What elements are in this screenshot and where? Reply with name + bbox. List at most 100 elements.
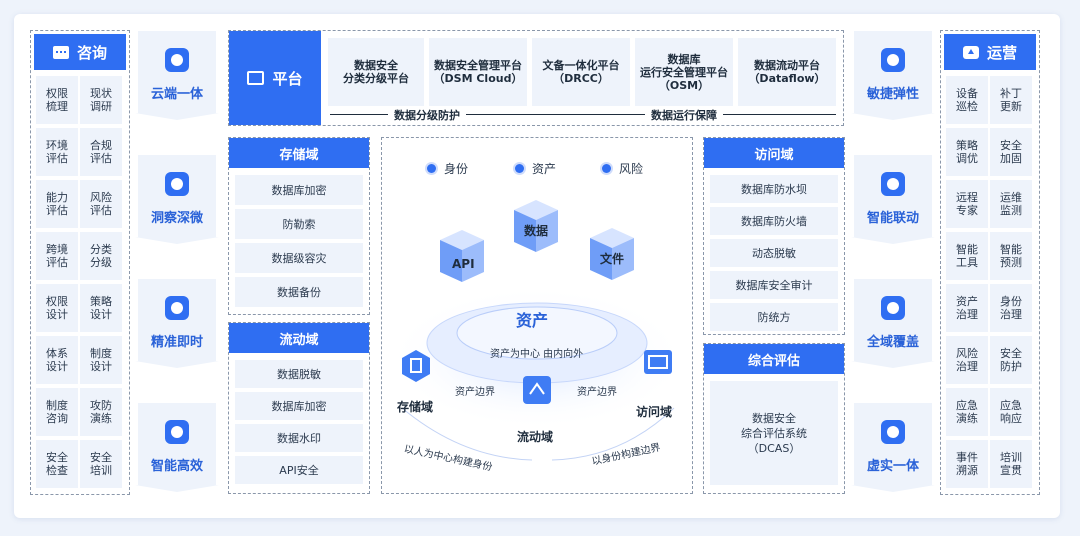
platform-item: 文备一体化平台 （DRCC） <box>532 38 630 106</box>
feature-label: 智能联动 <box>866 210 919 226</box>
grid-cell: 合规 评估 <box>80 128 122 176</box>
cube-api-label: API <box>452 257 475 271</box>
grid-cell: 制度 咨询 <box>36 388 78 436</box>
chat-icon <box>52 45 69 59</box>
flow-node-icon <box>523 376 551 404</box>
legend-dot <box>602 164 611 173</box>
access-header: 访问域 <box>704 138 844 168</box>
center-panel <box>381 137 693 494</box>
asset-subtitle: 资产为中心 由内向外 <box>490 349 584 360</box>
domain-item: 数据库安全审计 <box>710 271 838 299</box>
feature-card: 虚实一体 <box>851 403 935 492</box>
platform-item: 数据库 运行安全管理平台 （OSM） <box>635 38 733 106</box>
domain-item: 数据备份 <box>235 277 363 307</box>
grid-cell: 远程 专家 <box>946 180 988 228</box>
ops-panel <box>940 30 1040 495</box>
edge-right: 资产边界 <box>577 387 617 398</box>
cube-api <box>440 230 484 282</box>
evaluation-panel <box>703 343 845 494</box>
grid-cell: 安全 培训 <box>80 440 122 488</box>
asset-title: 资产 <box>516 311 549 330</box>
cube-file <box>590 228 634 280</box>
platform-item: 数据流动平台 （Dataflow） <box>738 38 836 106</box>
cloud-gear-icon <box>160 43 194 77</box>
grid-cell: 培训 宣贯 <box>990 440 1032 488</box>
cube-data-label: 数据 <box>524 224 549 238</box>
legend-dot <box>427 164 436 173</box>
grid-cell: 安全 加固 <box>990 128 1032 176</box>
feature-chevron <box>135 361 219 368</box>
domain-flow-label: 流动域 <box>517 430 554 444</box>
grid-cell: 智能 工具 <box>946 232 988 280</box>
feature-card: 洞察深微 <box>135 155 219 244</box>
feature-card: 智能高效 <box>135 403 219 492</box>
platform-caption-left: 数据分级防护 <box>388 107 466 123</box>
domain-item: 防统方 <box>710 303 838 331</box>
grid-cell: 安全 检查 <box>36 440 78 488</box>
arc-left <box>401 407 533 461</box>
evaluation-header: 综合评估 <box>704 344 844 374</box>
feature-label: 云端一体 <box>150 86 203 102</box>
feature-card: 智能联动 <box>851 155 935 244</box>
legend-dot <box>515 164 524 173</box>
domain-item: 数据库防水坝 <box>710 175 838 203</box>
feature-label: 智能高效 <box>150 458 203 474</box>
grid-cell: 跨境 评估 <box>36 232 78 280</box>
feature-card: 精准即时 <box>135 279 219 368</box>
recycle-icon <box>160 291 194 325</box>
edge-left: 资产边界 <box>455 387 495 398</box>
grid-cell: 事件 溯源 <box>946 440 988 488</box>
grid-cell: 应急 响应 <box>990 388 1032 436</box>
feature-chevron <box>851 485 935 492</box>
grid-cell: 体系 设计 <box>36 336 78 384</box>
grid-cell: 安全 防护 <box>990 336 1032 384</box>
domain-item: 数据库加密 <box>235 392 363 420</box>
grid-cell: 策略 调优 <box>946 128 988 176</box>
storage-header: 存储域 <box>229 138 369 168</box>
domain-item: API安全 <box>235 456 363 484</box>
grid-cell: 运维 监测 <box>990 180 1032 228</box>
grid-cell: 补丁 更新 <box>990 76 1032 124</box>
feature-card: 云端一体 <box>135 31 219 120</box>
feature-label: 全域覆盖 <box>866 334 919 350</box>
access-node-icon <box>644 350 672 374</box>
center-diagram <box>387 200 687 461</box>
domain-item: 数据脱敏 <box>235 360 363 388</box>
platform-item: 数据安全 分类分级平台 <box>328 38 424 106</box>
platform-panel <box>228 30 844 126</box>
grid-cell: 环境 评估 <box>36 128 78 176</box>
grid-cell: 资产 治理 <box>946 284 988 332</box>
platform-title: 平台 <box>272 69 303 88</box>
domain-item: 数据级容灾 <box>235 243 363 273</box>
feature-chevron <box>851 113 935 120</box>
storage-node-icon <box>402 350 430 382</box>
domain-item: 数据库防火墙 <box>710 207 838 235</box>
gear-icon <box>876 167 910 201</box>
evaluation-body: 数据安全 综合评估系统 （DCAS） <box>710 381 838 485</box>
grid-cell: 风险 评估 <box>80 180 122 228</box>
monitor-icon <box>247 71 265 85</box>
feature-label: 洞察深微 <box>150 210 203 226</box>
feature-chevron <box>851 361 935 368</box>
monitor-icon <box>876 415 910 449</box>
platform-item: 数据安全管理平台 （DSM Cloud） <box>429 38 527 106</box>
platform-caption-right: 数据运行保障 <box>645 107 723 123</box>
feature-label: 精准即时 <box>150 334 203 350</box>
feature-chevron <box>135 237 219 244</box>
clipboard-icon <box>160 167 194 201</box>
consult-title: 咨询 <box>76 43 107 62</box>
domain-item: 数据库加密 <box>235 175 363 205</box>
consult-header: 咨询 <box>34 34 126 70</box>
grid-cell: 分类 分级 <box>80 232 122 280</box>
grid-cell: 攻防 演练 <box>80 388 122 436</box>
feature-card: 敏捷弹性 <box>851 31 935 120</box>
domain-access-label: 访问域 <box>636 405 673 419</box>
cube-data <box>514 200 558 252</box>
grid-cell: 设备 巡检 <box>946 76 988 124</box>
legend-asset: 资产 <box>515 160 556 177</box>
storage-panel <box>228 137 370 315</box>
consult-panel <box>30 30 130 495</box>
fan-icon <box>876 291 910 325</box>
domain-item: 数据水印 <box>235 424 363 452</box>
expand-arrows-icon <box>876 43 910 77</box>
